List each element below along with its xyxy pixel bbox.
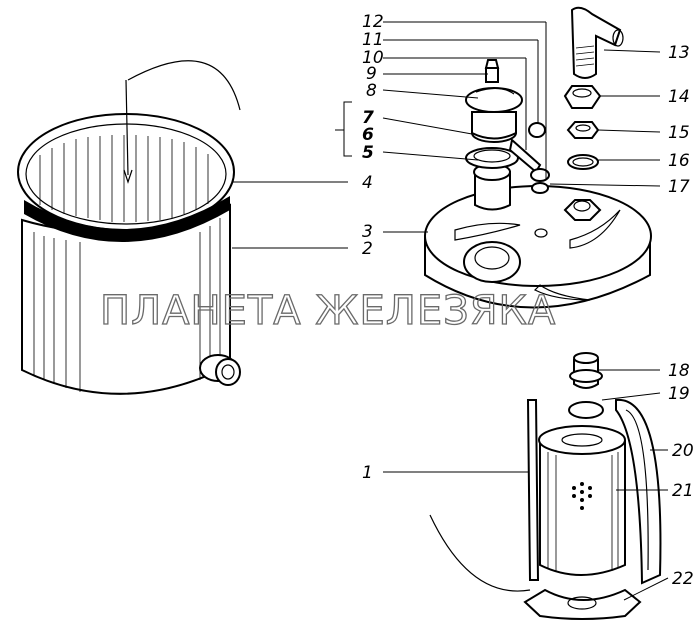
callout-9: 9 (366, 64, 377, 84)
callout-18: 18 (668, 361, 690, 381)
callout-4: 4 (362, 173, 373, 193)
callout-10: 10 (362, 48, 384, 68)
watermark: ПЛАНЕТА ЖЕЛЕЗЯКА (100, 288, 556, 334)
callout-22: 22 (672, 569, 694, 589)
callout-19: 19 (668, 384, 690, 404)
filter-cover (424, 163, 652, 309)
callout-7: 7 (362, 108, 374, 128)
callout-labels: 12 11 10 9 8 7 6 5 4 3 2 1 13 14 15 16 1… (362, 12, 694, 589)
callout-16: 16 (668, 151, 690, 171)
callout-1: 1 (362, 463, 373, 483)
callout-3: 3 (362, 222, 373, 242)
callout-2: 2 (362, 239, 373, 259)
callout-8: 8 (366, 81, 377, 101)
filter-housing (17, 60, 241, 395)
leader-lines (232, 21, 669, 601)
callout-15: 15 (668, 123, 690, 143)
callout-6: 6 (362, 125, 374, 145)
filter-element-assembly (429, 352, 662, 620)
callout-13: 13 (668, 43, 690, 63)
callout-14: 14 (668, 87, 690, 107)
valve-assembly (465, 59, 550, 194)
callout-21: 21 (672, 481, 694, 501)
fitting-parts (563, 6, 624, 170)
callout-11: 11 (362, 30, 384, 50)
callout-5: 5 (362, 143, 374, 163)
callout-20: 20 (672, 441, 694, 461)
callout-12: 12 (362, 12, 384, 32)
callout-17: 17 (668, 177, 690, 197)
